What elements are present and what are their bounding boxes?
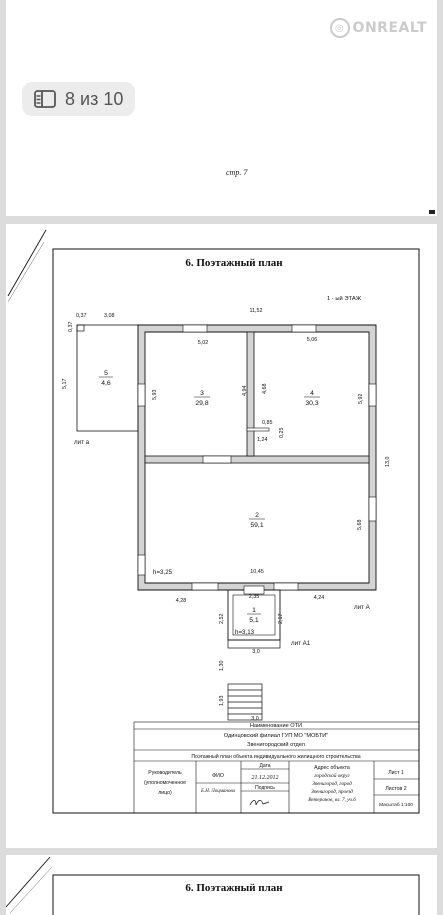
room-5-area: 4,6 <box>101 380 111 387</box>
previous-page-card: ◎ ONREALT 8 из 10 стр. 7 <box>6 0 437 216</box>
stamp-address: Звенигород, проезд <box>311 788 353 795</box>
gallery-counter-text: 8 из 10 <box>65 88 124 109</box>
stamp-organization: Одинцовский филиал ГУП МО "МОБТИ" <box>224 732 329 739</box>
dimension-label: 0,25 <box>279 428 285 439</box>
dimension-label: 13,0 <box>385 457 391 468</box>
next-page-drawing: 6. Поэтажный план <box>6 856 420 915</box>
room-5-number: 5 <box>104 370 108 377</box>
stamp-role: лицо) <box>158 790 172 796</box>
floor-label: 1 - ый ЭТАЖ <box>327 295 362 302</box>
porch-post <box>76 324 85 332</box>
dimension-label: 1,30 <box>219 661 225 672</box>
stairs <box>227 683 263 721</box>
stamp-address: Звенигород, город <box>312 780 352 787</box>
stamp-date: 21.12.2012 <box>252 775 279 781</box>
dimension-label: 5,68 <box>357 520 363 531</box>
dimension-label: 2,17 <box>278 614 284 625</box>
dimension-label: 5,02 <box>198 340 209 346</box>
floor-plan-page[interactable]: 6. Поэтажный план 1 - ый ЭТАЖ <box>6 224 437 848</box>
dimension-label: 5,06 <box>307 337 318 343</box>
page-number: стр. 7 <box>226 168 248 177</box>
stamp-role: Руководитель <box>148 770 182 776</box>
ceiling-height-label: h=3,25 <box>153 569 173 576</box>
room-1-area: 5,1 <box>249 617 259 624</box>
ceiling-height-label: h=3,13 <box>235 629 255 636</box>
stamp-scale: Масштаб 1:100 <box>379 802 413 808</box>
page-curl-line <box>9 866 53 914</box>
dimension-label: 2,35 <box>249 594 260 600</box>
porch-outline <box>76 324 139 432</box>
stamp-sheet-number: Лист 1 <box>388 770 404 776</box>
room-1-number: 1 <box>252 607 256 614</box>
entrance-inner <box>232 594 276 636</box>
stamp-fio: Е.Н. Лоцманова <box>200 789 236 794</box>
dimension-label: 4,94 <box>242 386 248 397</box>
page-edge-mark <box>429 210 435 214</box>
next-page-card[interactable]: 6. Поэтажный план <box>6 855 437 915</box>
stamp-header: Наименование ОТИ <box>250 723 302 729</box>
title-block <box>133 721 420 814</box>
watermark-text: ONREALT <box>352 20 427 36</box>
page-curl-line <box>6 856 51 908</box>
stamp-department: Звенигородский отдел <box>247 741 305 748</box>
interior-wall-vertical <box>246 331 255 457</box>
stamp-address: Адрес объекта <box>314 765 350 771</box>
stamp-address: Ветеранов, вл. 7, уч.6 <box>308 797 356 803</box>
dimension-label: 3,0 <box>251 716 259 722</box>
dimension-label: 1,24 <box>257 437 268 443</box>
page-curl-line <box>7 241 45 303</box>
drawing-frame <box>52 874 420 915</box>
lit-A-label: лит А <box>354 604 371 611</box>
lit-a-label: лит а <box>74 439 90 446</box>
stamp-address: городской округ <box>314 772 349 779</box>
stamp-fio-label: ФИО <box>212 773 224 779</box>
landing <box>227 639 281 649</box>
stamp-document-name: Поэтажный план объекта индивидуального ж… <box>191 753 360 760</box>
dimension-label: 3,0 <box>252 649 260 655</box>
room-3-area: 29,8 <box>195 400 208 407</box>
dimension-label: 5,17 <box>62 379 68 390</box>
stamp-role: (уполномоченное <box>144 780 186 786</box>
wall-stub <box>246 427 270 432</box>
dimension-label: 4,68 <box>262 384 268 395</box>
entrance-door <box>243 585 265 595</box>
dimension-label: 1,93 <box>219 696 225 707</box>
dimension-label: 2,52 <box>219 614 225 625</box>
room-2-number: 2 <box>255 512 259 519</box>
stamp-signature-label: Подпись <box>255 785 275 791</box>
interior-wall-horizontal <box>144 455 370 464</box>
windows <box>137 324 377 591</box>
lit-A1-label: лит А1 <box>291 640 311 647</box>
plan-title: 6. Поэтажный план <box>185 257 283 269</box>
dimension-label: 0,37 <box>76 313 87 319</box>
watermark-logo-icon: ◎ <box>329 18 350 38</box>
drawing-frame <box>52 248 420 814</box>
dimension-label: 4,24 <box>314 595 325 601</box>
watermark: ◎ ONREALT <box>329 18 427 38</box>
stamp-sheet-count: Листов 2 <box>385 786 406 792</box>
dimension-label: 5,92 <box>358 394 364 405</box>
room-4-number: 4 <box>310 390 314 397</box>
gallery-counter-button[interactable]: 8 из 10 <box>22 82 136 116</box>
stamp-date-label: Дата <box>259 763 270 769</box>
floor-plan-drawing: 6. Поэтажный план 1 - ый ЭТАЖ <box>7 229 420 814</box>
signature-scribble <box>249 800 270 806</box>
room-4-area: 30,3 <box>305 400 318 407</box>
dimension-label: 0,37 <box>68 322 74 333</box>
next-plan-title: 6. Поэтажный план <box>185 882 283 894</box>
dimension-label: 11,52 <box>249 308 262 314</box>
dimension-label: 10,45 <box>250 569 264 575</box>
dimension-label: 0,85 <box>262 420 273 426</box>
gallery-icon <box>34 90 56 108</box>
dimension-label: 5,93 <box>152 390 158 401</box>
room-3-number: 3 <box>200 390 204 397</box>
room-2-area: 59,1 <box>250 522 263 529</box>
dimension-label: 4,28 <box>176 598 187 604</box>
dimension-label: 3,08 <box>104 313 115 319</box>
page-curl-line <box>7 229 47 297</box>
